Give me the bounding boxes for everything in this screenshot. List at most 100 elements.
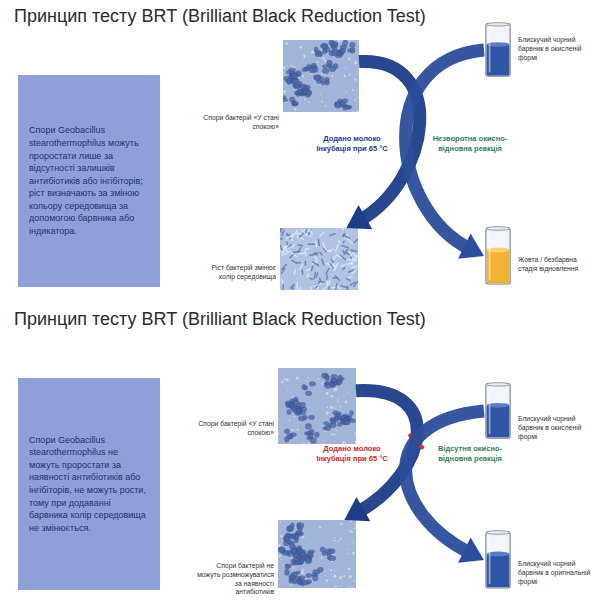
background-speck xyxy=(283,71,284,73)
beaker-icon xyxy=(484,22,512,78)
dye-beaker: Жовта / безбарвна стадія відновлення xyxy=(484,226,512,286)
bacterium-rod xyxy=(308,243,314,245)
bacterium-rod xyxy=(297,262,301,264)
bacterium-rod xyxy=(348,259,351,261)
bacterium-rod xyxy=(292,245,294,248)
bacterium-rod xyxy=(347,239,352,244)
spore-cell xyxy=(305,85,310,89)
bacterium-rod xyxy=(293,232,296,236)
background-speck xyxy=(343,394,344,395)
box-text: Спори Geobacillus stearothermophilus мож… xyxy=(29,124,149,237)
background-speck xyxy=(337,401,339,403)
background-speck xyxy=(338,40,341,42)
bacterium-rod xyxy=(282,284,284,290)
spore-cell xyxy=(318,567,324,572)
bacterium-rod xyxy=(344,249,347,254)
spore-cell xyxy=(325,375,329,381)
background-speck xyxy=(352,552,355,555)
bacterium-rod xyxy=(338,240,340,243)
bacterium-rod xyxy=(315,242,317,247)
node-caption: Спори бактерій «У стані спокою» xyxy=(196,420,274,438)
bacterium-rod xyxy=(338,286,341,289)
spore-cell xyxy=(286,534,293,537)
bacterium-rod xyxy=(305,262,307,266)
background-speck xyxy=(340,523,343,526)
dye-beaker: Блискучий чорний барвник в оригінальній … xyxy=(484,530,512,590)
background-speck xyxy=(306,379,307,380)
background-speck xyxy=(304,99,306,101)
background-speck xyxy=(349,575,352,578)
bacterium-rod xyxy=(285,251,290,254)
background-speck xyxy=(290,64,292,66)
spore-cell xyxy=(341,48,346,53)
bacterium-rod xyxy=(336,245,338,251)
bacterium-rod xyxy=(311,266,313,270)
spore-cell xyxy=(320,547,325,552)
bacterium-rod xyxy=(328,281,330,284)
bacterium-rod xyxy=(351,282,356,285)
spore-cell xyxy=(305,423,311,429)
background-speck xyxy=(352,542,354,544)
bacterium-rod xyxy=(319,281,325,283)
background-speck xyxy=(350,520,352,522)
blocked-cross xyxy=(410,435,422,447)
image-background xyxy=(278,368,356,444)
background-speck xyxy=(345,400,348,403)
bacterium-rod xyxy=(304,249,308,250)
background-speck xyxy=(284,378,286,380)
spore-cell xyxy=(310,437,317,443)
background-speck xyxy=(324,430,326,432)
bacterium-rod xyxy=(320,252,322,254)
bacterium-rod xyxy=(291,285,295,289)
spore-cell xyxy=(349,410,353,415)
beaker-glass xyxy=(486,384,510,438)
spore-cell xyxy=(289,575,296,579)
spore-cell xyxy=(292,79,298,84)
background-speck xyxy=(297,429,299,431)
spore-cell xyxy=(321,81,325,85)
background-speck xyxy=(285,42,288,45)
node-caption: Ріст бактерій змінює колір середовища xyxy=(198,264,276,282)
bacterium-rod xyxy=(322,259,324,265)
background-speck xyxy=(346,91,348,93)
curved-arrow xyxy=(406,50,484,259)
beaker-glass xyxy=(486,228,510,284)
bacterium-rod xyxy=(326,275,328,280)
bacterium-rod xyxy=(280,228,283,231)
node-caption: Жовта / безбарвна стадія відновлення xyxy=(518,256,592,274)
bacterium-rod xyxy=(314,284,320,286)
microscope-image xyxy=(280,228,358,290)
bacterium-rod xyxy=(346,253,350,255)
background-speck xyxy=(340,538,342,540)
spore-cell xyxy=(322,49,326,54)
spore-cell xyxy=(300,84,305,89)
edge-label: Незворотна окисно-відновна реакція xyxy=(424,134,516,154)
edge-label: Відсутня окисно-відновна реакція xyxy=(424,444,516,464)
bacterium-rod xyxy=(310,278,313,279)
background-speck xyxy=(303,443,305,444)
background-speck xyxy=(354,78,356,80)
bacterium-rod xyxy=(343,234,345,237)
background-speck xyxy=(287,389,289,391)
bacterium-rod xyxy=(296,282,298,289)
spore-cell xyxy=(337,377,344,380)
bacterium-rod xyxy=(292,261,296,263)
spore-cell xyxy=(324,421,329,424)
background-speck xyxy=(348,549,350,551)
bacterium-rod xyxy=(300,264,303,269)
background-speck xyxy=(320,94,322,96)
edge-label: Додано молоко Інкубація при 65 °C xyxy=(306,444,398,464)
image-background xyxy=(283,40,359,112)
spore-cell xyxy=(287,78,292,84)
beaker-icon xyxy=(484,226,512,286)
bacterium-rod xyxy=(343,266,348,270)
spore-cell xyxy=(344,420,351,425)
spore-cell xyxy=(325,425,331,431)
spore-cell xyxy=(344,106,351,110)
background-speck xyxy=(354,433,356,435)
bacterium-rod xyxy=(299,252,305,254)
spore-cell xyxy=(294,84,300,89)
box-text: Спори Geobacillus stearothermophilus не … xyxy=(29,434,149,535)
bacterium-rod xyxy=(318,240,320,246)
bacterium-rod xyxy=(320,232,324,236)
